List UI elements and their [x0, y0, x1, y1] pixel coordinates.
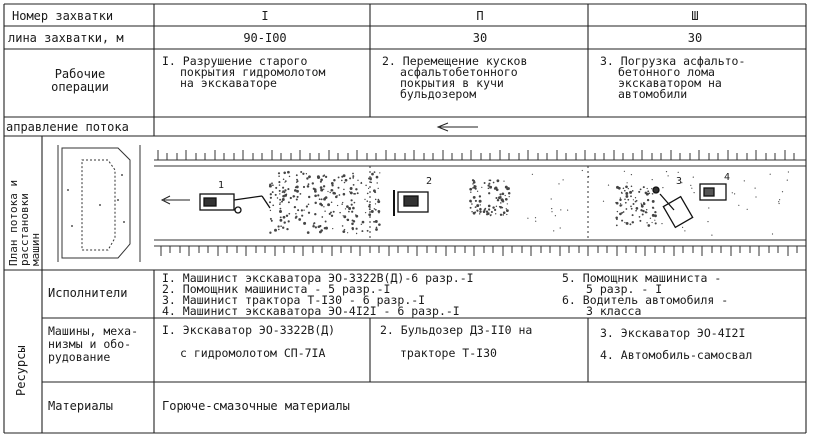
machine-number-2: 2 [426, 176, 433, 187]
machine-number-1: 1 [218, 180, 225, 191]
materials-value: Горюче-смазочные материалы [162, 399, 350, 413]
machine-col3-line1: 3. Экскаватор ЭО-4I2I [600, 326, 746, 340]
executor-line-1: I. Машинист экскаватора ЭО-3322В(Д)-6 ра… [162, 271, 474, 285]
capture-length-2: 30 [472, 31, 488, 45]
machine-number-4: 4 [724, 172, 731, 183]
executors-label: Исполнители [48, 286, 128, 300]
operation-2-line2: асфальтобетонного [400, 65, 518, 79]
operation-3-line1: 3. Погрузка асфальто- [600, 54, 746, 68]
executor-line-5: 5. Помощник машиниста - [562, 271, 722, 285]
operation-1-line3: на экскаваторе [180, 76, 277, 90]
executor-line-6: 5 разр. - I [586, 282, 663, 296]
operation-2-line1: 2. Перемещение кусков [382, 54, 528, 68]
machine-col1-line1: I. Экскаватор ЭО-3322В(Д) [162, 323, 336, 337]
operations-label-line2: операции [51, 80, 109, 94]
executor-line-8: 3 класса [586, 304, 642, 318]
operation-1-line1: I. Разрушение старого [162, 54, 308, 68]
capture-length-1: 90-I00 [243, 31, 287, 45]
operations-label-line1: Рабочие [54, 67, 106, 81]
row-label-capture-length: лина захватки, м [8, 31, 124, 45]
executor-line-2: 2. Помощник машиниста - 5 разр.-I [162, 282, 391, 296]
capture-number-3: Ш [691, 9, 699, 23]
machine-col2-line1: 2. Бульдозер ДЗ-II0 на [380, 323, 533, 337]
resources-side-label: Ресурсы [14, 345, 28, 396]
operation-3-line3: экскаватором на [618, 76, 722, 90]
machine-col2-line2: тракторе Т-I30 [400, 346, 497, 360]
row-label-capture-number: Номер захватки [12, 9, 114, 23]
capture-number-2: П [476, 9, 484, 23]
machine-number-3: 3 [676, 176, 683, 187]
machines-label-line2: низмы и обо- [48, 337, 132, 351]
capture-length-3: 30 [687, 31, 703, 45]
operation-3-line4: автомобили [618, 87, 688, 101]
machines-label-line3: рудование [48, 350, 111, 364]
executor-line-4: 4. Машинист экскаватора ЭО-4I2I - 6 разр… [162, 304, 460, 318]
operation-2-line4: бульдозером [400, 87, 477, 101]
capture-number-1: I [261, 9, 269, 23]
operation-2-line3: покрытия в кучи [400, 76, 504, 90]
flow-direction-label: аправление потока [6, 120, 129, 134]
executor-line-3: 3. Машинист трактора Т-I30 - 6 разр.-I [162, 293, 426, 307]
machines-label-line1: Машины, меха- [48, 324, 139, 338]
executor-line-7: 6. Водитель автомобиля - [562, 293, 729, 307]
plan-label-line3: машин [29, 232, 42, 266]
machine-col3-line2: 4. Автомобиль-самосвал [600, 348, 753, 362]
machine-col1-line2: с гидромолотом СП-7IА [180, 346, 326, 360]
materials-label: Материалы [48, 399, 114, 413]
operation-3-line2: бетонного лома [618, 65, 715, 79]
operation-1-line2: покрытия гидромолотом [180, 65, 326, 79]
